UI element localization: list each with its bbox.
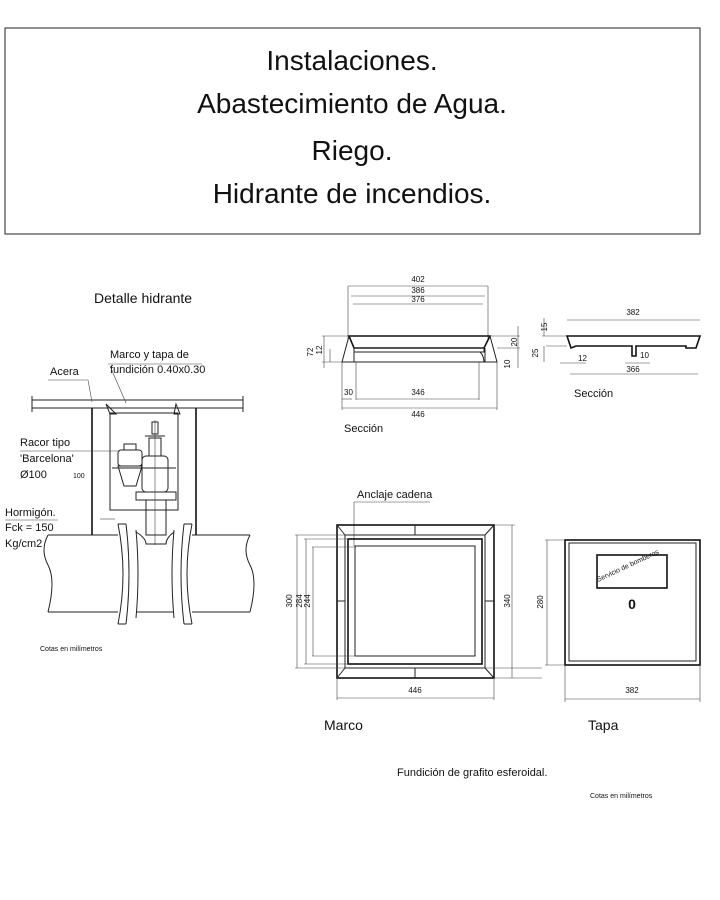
acera-label: Acera [50,366,80,378]
frame-plan: Anclaje cadena 300 284 244 340 446 Marco [285,489,542,733]
racor-label-3: Ø100 [20,469,47,481]
dim-10: 10 [503,359,512,368]
cotas-note-left: Cotas en milímetros [40,646,103,653]
title-block: Instalaciones. Abastecimiento de Agua. R… [4,27,701,235]
dim-30: 30 [344,388,353,397]
marco-tapa-label-2: fundición 0.40x0.30 [110,364,205,376]
detail-heading: Detalle hidrante [94,290,192,306]
frame-section-label: Sección [344,423,383,435]
pipe [43,523,255,625]
tapa-label: Tapa [588,717,619,733]
dim-446: 446 [411,410,425,419]
dim-382: 382 [626,308,640,317]
dim-446-plan: 446 [408,686,422,695]
dim-72: 72 [306,347,315,356]
dim-15: 15 [540,322,549,331]
hydrant-detail: Detalle hidrante [5,290,255,653]
anclaje-label: Anclaje cadena [357,489,433,501]
dim-12-cover: 12 [578,354,587,363]
hydrant-icon [112,420,177,545]
racor-label-2: 'Barcelona' [20,453,74,465]
dim-100: 100 [73,473,85,480]
marco-label: Marco [324,717,363,733]
title-line-2: Abastecimiento de Agua. [197,88,507,119]
dim-382-plan: 382 [625,686,639,695]
cover-section-label: Sección [574,388,613,400]
cover-section: 382 15 25 12 10 366 Sección [531,308,702,400]
dim-244: 244 [303,594,312,608]
racor-label-1: Racor tipo [20,437,70,449]
dim-20: 20 [510,337,519,346]
dim-402: 402 [411,275,425,284]
hormigon-label-3: Kg/cm2 [5,538,42,550]
dim-10-cover: 10 [640,351,649,360]
title-line-4: Hidrante de incendios. [213,178,492,209]
material-note: Fundición de grafito esferoidal. [397,767,547,779]
dim-386: 386 [411,286,425,295]
frame-section: 402 386 376 72 12 20 10 30 346 446 Secci… [306,275,520,435]
hormigon-label-1: Hormigón. [5,507,56,519]
marco-tapa-label-1: Marco y tapa de [110,349,189,361]
dim-12: 12 [315,345,324,354]
hormigon-label-2: Fck = 150 [5,522,54,534]
dim-284: 284 [295,594,304,608]
dim-366: 366 [626,365,640,374]
dim-346: 346 [411,388,425,397]
dim-376: 376 [411,295,425,304]
dim-300: 300 [285,594,294,608]
title-line-1: Instalaciones. [266,45,437,76]
dim-25: 25 [531,348,540,357]
cover-plate-text: Servicio de bomberos [596,549,661,584]
title-line-3: Riego. [312,135,393,166]
cotas-note-right: Cotas en milímetros [590,793,653,800]
cover-plan: Servicio de bomberos 0 280 382 Tapa [536,539,701,733]
cover-symbol: 0 [628,596,636,612]
dim-280: 280 [536,595,545,609]
dim-340: 340 [503,594,512,608]
